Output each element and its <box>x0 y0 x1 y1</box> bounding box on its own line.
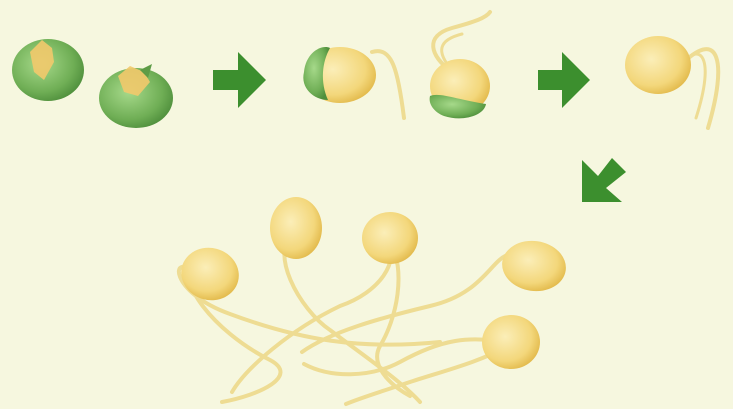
bean-sprout <box>175 241 244 306</box>
arrow-right-icon <box>213 52 266 108</box>
peeled-sprout-stage <box>625 36 718 128</box>
soaked-bean <box>99 64 173 128</box>
sprouting-bean <box>303 47 404 118</box>
bean-sprout <box>270 197 322 259</box>
bean-sprout <box>362 212 418 264</box>
arrow-down-left-icon <box>582 158 626 202</box>
sprouting-beans-stage <box>303 12 490 118</box>
bean-sprout <box>482 315 540 369</box>
bean-sprout <box>499 237 569 295</box>
arrow-right-icon <box>538 52 590 108</box>
sprouting-bean <box>430 12 490 118</box>
bean-sprouts-stage <box>175 197 569 404</box>
soaked-bean <box>12 39 84 101</box>
soaked-beans-stage <box>12 39 173 128</box>
